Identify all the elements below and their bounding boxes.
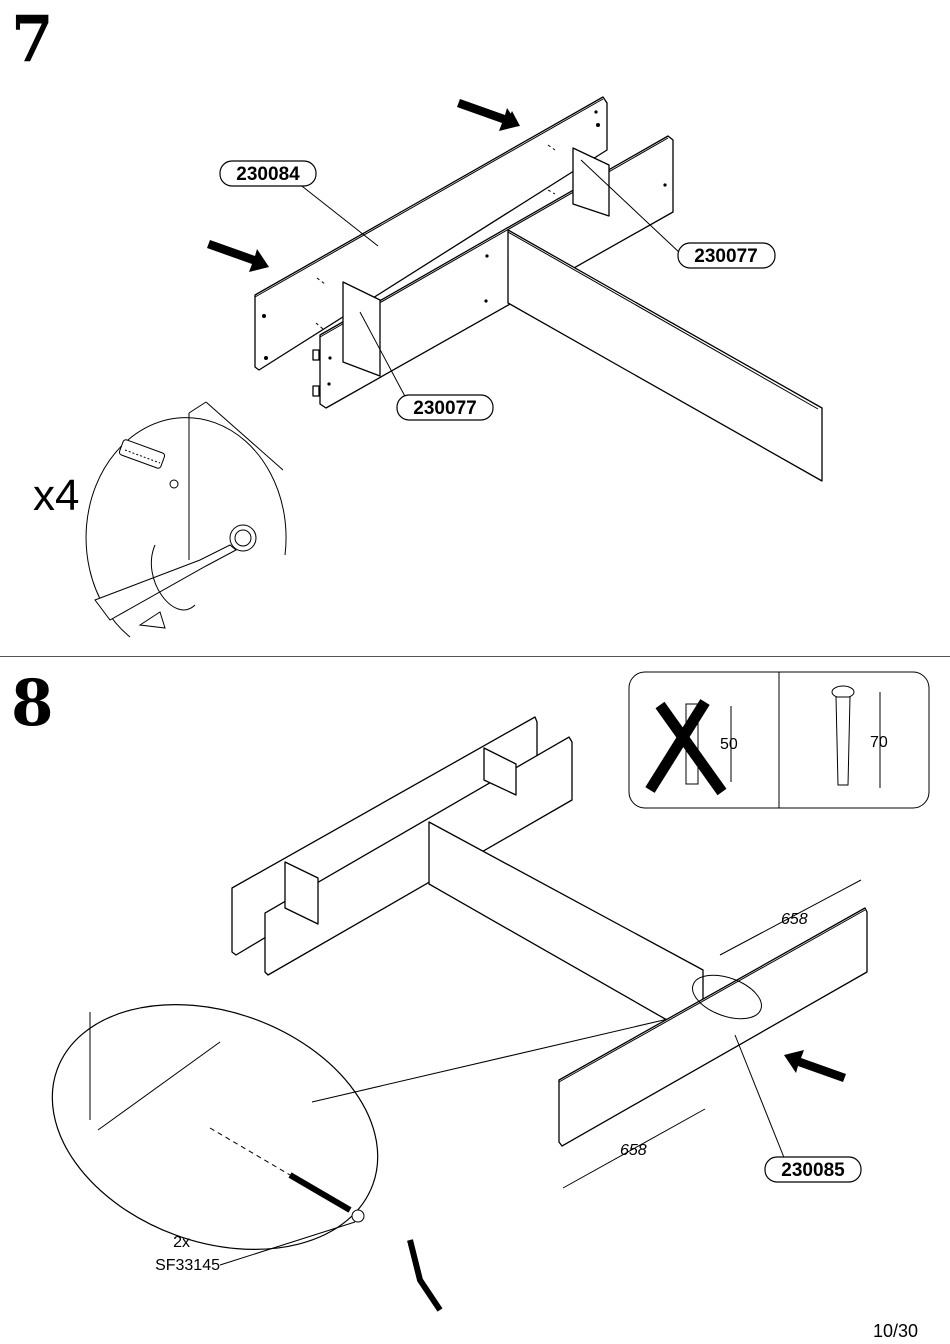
svg-text:230084: 230084 <box>236 164 300 185</box>
dimension-bottom: 658 <box>620 1142 647 1159</box>
step-divider <box>0 656 950 657</box>
quantity-label: x4 <box>33 471 79 520</box>
part-label-230084: 230084 <box>219 160 317 187</box>
page-number: 10/30 <box>872 1321 918 1341</box>
hardware-quantity: 2x <box>173 1234 190 1251</box>
step8-screw-comparison: 50 70 <box>628 671 930 809</box>
step8-assembly-drawing: 658 658 <box>231 716 868 1189</box>
part-label-230077-right: 230077 <box>677 242 776 269</box>
step7-assembly-drawing <box>207 96 823 482</box>
part-label-230085: 230085 <box>764 1156 862 1183</box>
svg-text:230077: 230077 <box>413 398 476 419</box>
svg-text:230085: 230085 <box>781 1160 845 1181</box>
dimension-right: 658 <box>781 911 808 928</box>
step-8-number: 8 <box>11 666 54 741</box>
step8-detail-ellipse <box>51 1004 669 1312</box>
screw-wrong-length: 50 <box>720 736 738 753</box>
screw-right-length: 70 <box>870 734 888 751</box>
svg-text:230077: 230077 <box>694 246 757 267</box>
part-label-230077-bottom: 230077 <box>396 394 494 421</box>
step-7-number: 7 <box>11 2 54 77</box>
hardware-code: SF33145 <box>155 1257 220 1274</box>
step7-detail-circle <box>85 401 287 638</box>
